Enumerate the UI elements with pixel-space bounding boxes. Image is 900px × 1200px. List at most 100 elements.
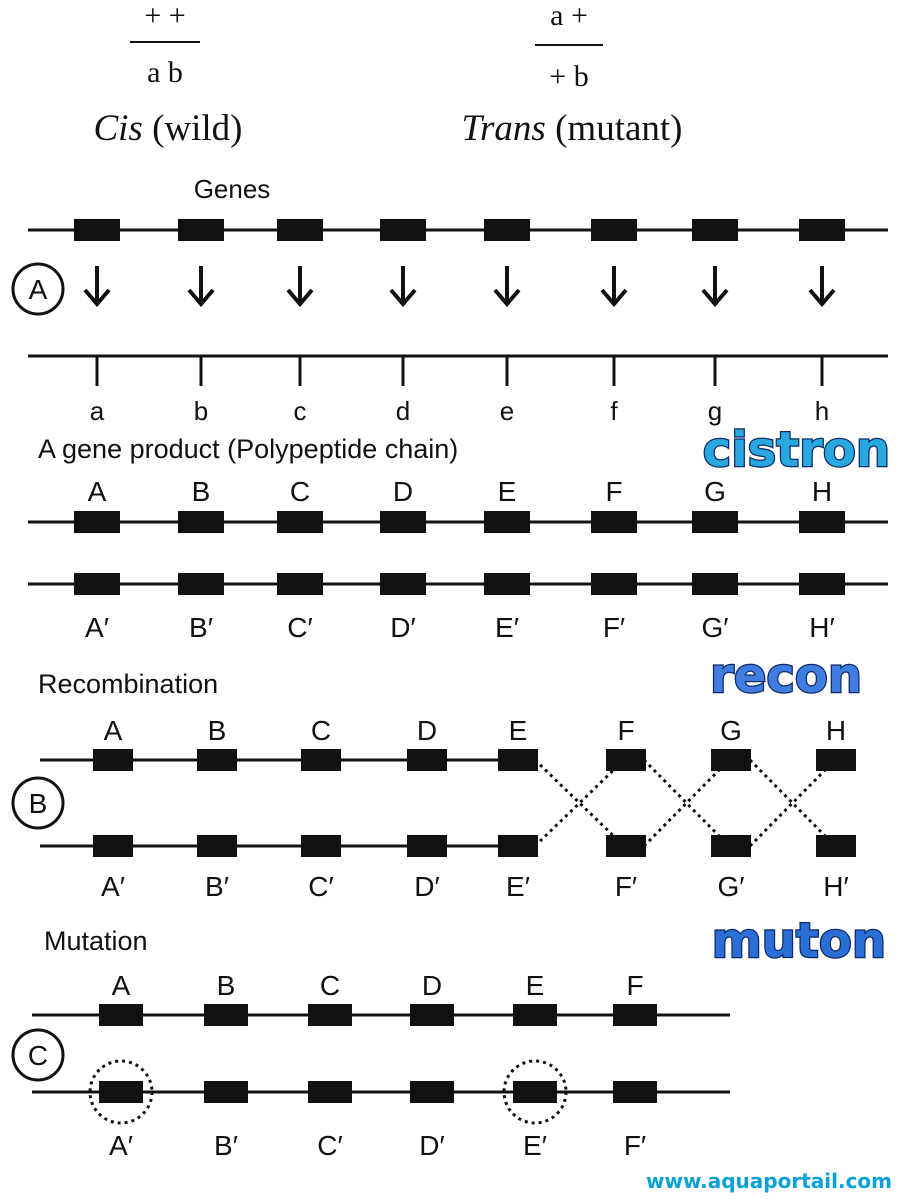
gene-label: F′ bbox=[624, 1130, 646, 1161]
gene-label: B′ bbox=[214, 1130, 238, 1161]
gene-label: A bbox=[88, 476, 107, 507]
gene-block bbox=[380, 573, 426, 595]
gene-label: A′ bbox=[101, 871, 125, 902]
product-letter: a bbox=[90, 396, 105, 426]
product-letter: b bbox=[194, 396, 208, 426]
gene-label: B bbox=[192, 476, 211, 507]
dotted-circle-icon bbox=[88, 1059, 154, 1125]
gene-block bbox=[204, 1004, 248, 1026]
mutation-label: Mutation bbox=[44, 926, 148, 956]
gene-label: F′ bbox=[603, 612, 625, 643]
down-arrow-icon bbox=[286, 266, 314, 308]
gene-block bbox=[197, 749, 237, 771]
gene-label: F bbox=[626, 970, 643, 1001]
cis-wild-header: + + a b Cis (wild) bbox=[93, 0, 242, 149]
gene-label: G′ bbox=[717, 871, 744, 902]
section-b-marker: B bbox=[11, 776, 65, 830]
down-arrow-icon bbox=[389, 266, 417, 308]
gene-block bbox=[308, 1004, 352, 1026]
genes-label: Genes bbox=[194, 174, 271, 204]
down-arrow-icon bbox=[701, 266, 729, 308]
dotted-circle-icon bbox=[502, 1059, 568, 1125]
section-c-marker: C bbox=[11, 1028, 65, 1082]
gene-label: A′ bbox=[85, 612, 109, 643]
gene-block bbox=[816, 835, 856, 857]
cis-top-alleles: + + bbox=[144, 0, 185, 32]
gene-block bbox=[606, 835, 646, 857]
gene-block bbox=[204, 1081, 248, 1103]
down-arrow-icon bbox=[493, 266, 521, 308]
down-arrow-icon bbox=[83, 266, 111, 308]
gene-label: B bbox=[217, 970, 236, 1001]
section-a-marker: A bbox=[11, 262, 65, 316]
recon-watermark: recon bbox=[710, 648, 862, 704]
gene-block bbox=[178, 573, 224, 595]
trans-label-plain: (mutant) bbox=[555, 108, 682, 149]
gene-label: D′ bbox=[419, 1130, 444, 1161]
gene-block bbox=[711, 749, 751, 771]
section-c-marker-letter: C bbox=[28, 1040, 48, 1071]
gene-block bbox=[498, 749, 538, 771]
gene-label: E′ bbox=[506, 871, 530, 902]
down-arrow-icon bbox=[600, 266, 628, 308]
gene-label: C′ bbox=[317, 1130, 342, 1161]
gene-label: F bbox=[617, 715, 634, 746]
gene-block bbox=[380, 219, 426, 241]
gene-block bbox=[692, 573, 738, 595]
gene-label: H′ bbox=[809, 612, 834, 643]
gene-block bbox=[380, 511, 426, 533]
product-ticks bbox=[95, 356, 824, 386]
gene-block bbox=[498, 835, 538, 857]
gene-block bbox=[692, 219, 738, 241]
recombination-lower-genes: A′B′C′D′E′F′G′H′ bbox=[93, 835, 856, 902]
product-letter: d bbox=[396, 396, 410, 426]
cis-bottom-alleles: a b bbox=[147, 56, 183, 89]
gene-block bbox=[799, 573, 845, 595]
gene-label: G′ bbox=[701, 612, 728, 643]
gene-label: D bbox=[393, 476, 413, 507]
gene-block bbox=[74, 573, 120, 595]
crossover-line bbox=[748, 758, 837, 848]
cistron-lower-genes: A′B′C′D′E′F′G′H′ bbox=[74, 573, 845, 643]
gene-label: C bbox=[290, 476, 310, 507]
gene-block bbox=[407, 835, 447, 857]
watermarks: cistron recon muton www.aquaportail.com bbox=[646, 421, 892, 1193]
cis-label: Cis (wild) bbox=[93, 108, 242, 149]
gene-blocks bbox=[74, 219, 845, 241]
gene-label: C′ bbox=[287, 612, 312, 643]
gene-block bbox=[484, 219, 530, 241]
gene-block bbox=[197, 835, 237, 857]
crossover-line bbox=[642, 758, 731, 848]
gene-label: H bbox=[826, 715, 846, 746]
gene-label: E′ bbox=[495, 612, 519, 643]
gene-block bbox=[277, 573, 323, 595]
gene-label: E bbox=[509, 715, 528, 746]
gene-label: A bbox=[104, 715, 123, 746]
gene-block bbox=[178, 219, 224, 241]
gene-block bbox=[591, 573, 637, 595]
gene-block bbox=[816, 749, 856, 771]
crossover-line bbox=[748, 758, 837, 848]
gene-label: B′ bbox=[205, 871, 229, 902]
down-arrow-icon bbox=[187, 266, 215, 308]
site-url-watermark: www.aquaportail.com bbox=[646, 1169, 892, 1193]
gene-block bbox=[591, 219, 637, 241]
gene-block bbox=[93, 749, 133, 771]
gene-label: F bbox=[605, 476, 622, 507]
product-letter: h bbox=[815, 396, 829, 426]
gene-label: C′ bbox=[308, 871, 333, 902]
gene-label: E bbox=[526, 970, 545, 1001]
gene-block bbox=[178, 511, 224, 533]
gene-block bbox=[301, 835, 341, 857]
gene-block bbox=[799, 511, 845, 533]
gene-block bbox=[93, 835, 133, 857]
section-b-marker-letter: B bbox=[29, 788, 48, 819]
gene-block bbox=[308, 1081, 352, 1103]
trans-label-italic: Trans bbox=[462, 108, 546, 149]
